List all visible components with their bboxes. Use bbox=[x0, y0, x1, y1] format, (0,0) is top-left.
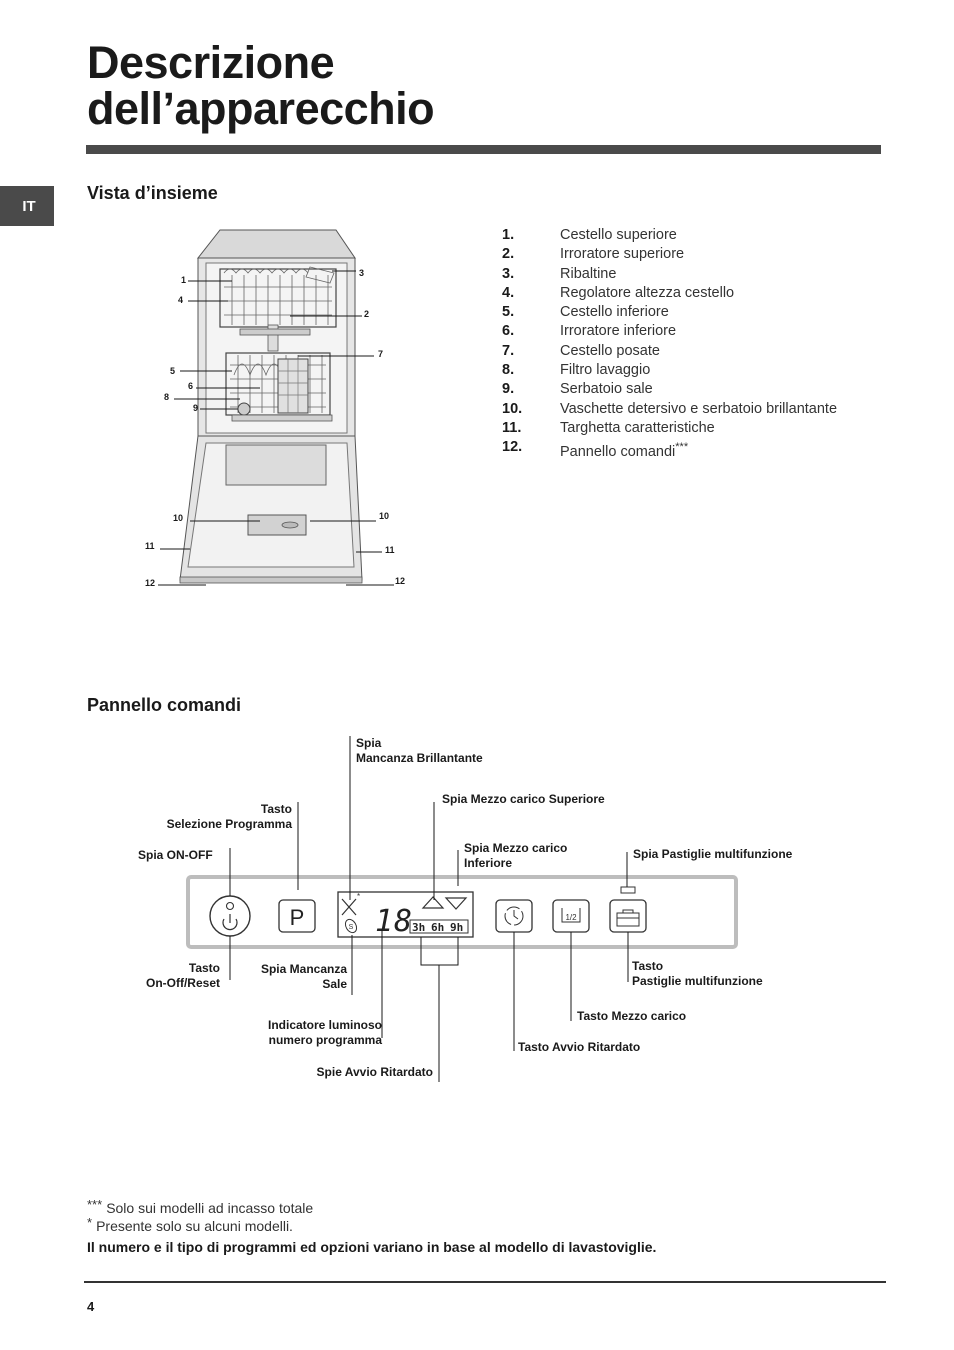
program-display: * S 18 3h 6h 9h bbox=[337, 891, 474, 939]
label-delay-indicators: Spie Avvio Ritardato bbox=[316, 1065, 433, 1079]
label-on-off-button: Tasto On-Off/Reset bbox=[145, 961, 220, 990]
delay-start-button[interactable] bbox=[495, 899, 533, 933]
label-program-select-button: Tasto Selezione Programma bbox=[166, 802, 292, 831]
callout-12-right: 12 bbox=[395, 576, 405, 586]
callout-3: 3 bbox=[359, 268, 364, 278]
callout-10-left: 10 bbox=[173, 513, 183, 523]
label-rinse-aid-indicator: Spia Mancanza Brillantante bbox=[356, 736, 483, 765]
footnote-triple-star: ***Solo sui modelli ad incasso totale bbox=[87, 1197, 314, 1216]
delay-9h-indicator: 9h bbox=[450, 921, 463, 934]
lower-half-load-indicator bbox=[444, 897, 468, 910]
salt-icon: S bbox=[344, 918, 358, 934]
control-panel-diagram: P * S 18 3h 6h 9h 1/2 bbox=[186, 736, 738, 1082]
callout-11-left: 11 bbox=[145, 541, 155, 551]
footer-divider bbox=[84, 1281, 886, 1283]
half-load-icon bbox=[561, 908, 581, 923]
upper-half-load-indicator bbox=[421, 896, 445, 909]
delay-6h-indicator: 6h bbox=[431, 921, 444, 934]
tablet-indicator-light bbox=[620, 886, 636, 894]
callout-4: 4 bbox=[178, 295, 183, 305]
on-off-light bbox=[225, 901, 235, 911]
label-delay-start-button: Tasto Avvio Ritardato bbox=[518, 1040, 641, 1054]
delay-3h-indicator: 3h bbox=[412, 921, 425, 934]
callout-2: 2 bbox=[364, 309, 369, 319]
clock-icon bbox=[504, 906, 524, 926]
tablet-icon bbox=[616, 912, 640, 927]
callout-6: 6 bbox=[188, 381, 193, 391]
callout-9: 9 bbox=[193, 403, 198, 413]
page-title-line-2: dell’apparecchio bbox=[87, 83, 435, 134]
rinse-aid-icon bbox=[341, 898, 357, 916]
title-divider bbox=[86, 145, 881, 154]
callout-10-right: 10 bbox=[379, 511, 389, 521]
callout-1: 1 bbox=[181, 275, 186, 285]
language-tab: IT bbox=[0, 186, 54, 226]
dishwasher-illustration: 1 3 4 2 7 5 6 8 9 10 10 11 11 12 12 bbox=[145, 229, 405, 588]
label-on-off-indicator: Spia ON-OFF bbox=[138, 848, 213, 862]
svg-text:*: * bbox=[357, 892, 360, 901]
on-off-button[interactable] bbox=[209, 895, 251, 937]
svg-text:S: S bbox=[349, 924, 354, 931]
page-title: Descrizione dell’apparecchio bbox=[87, 37, 435, 134]
page-title-line-1: Descrizione bbox=[87, 37, 335, 88]
label-lower-half-load-indicator: Spia Mezzo carico Inferiore bbox=[464, 841, 568, 870]
half-load-button[interactable]: 1/2 bbox=[552, 899, 590, 933]
program-select-button[interactable]: P bbox=[278, 899, 316, 933]
callout-12-left: 12 bbox=[145, 578, 155, 588]
callout-5: 5 bbox=[170, 366, 175, 376]
svg-text:P: P bbox=[290, 905, 305, 930]
callout-11-right: 11 bbox=[385, 545, 395, 555]
multifunction-tablet-button[interactable] bbox=[609, 899, 647, 933]
control-panel-heading: Pannello comandi bbox=[87, 695, 242, 715]
footnotes: ***Solo sui modelli ad incasso totale *P… bbox=[87, 1197, 314, 1236]
program-number-readout: 18 bbox=[375, 904, 413, 939]
model-variation-note: Il numero e il tipo di programmi ed opzi… bbox=[87, 1239, 657, 1255]
footnote-single-star: *Presente solo su alcuni modelli. bbox=[87, 1215, 293, 1234]
label-tablet-indicator: Spia Pastiglie multifunzione bbox=[633, 847, 793, 861]
label-upper-half-load-indicator: Spia Mezzo carico Superiore bbox=[442, 792, 605, 806]
page-number: 4 bbox=[87, 1299, 95, 1314]
power-icon bbox=[222, 918, 238, 931]
label-program-number-display: Indicatore luminoso numero programma bbox=[267, 1018, 382, 1047]
label-salt-indicator: Spia Mancanza Sale bbox=[260, 962, 347, 991]
label-tablet-button: Tasto Pastiglie multifunzione bbox=[632, 959, 763, 988]
callout-7: 7 bbox=[378, 349, 383, 359]
svg-text:1/2: 1/2 bbox=[565, 913, 577, 922]
callout-8: 8 bbox=[164, 392, 169, 402]
label-half-load-button: Tasto Mezzo carico bbox=[577, 1009, 687, 1023]
overview-heading: Vista d’insieme bbox=[87, 183, 218, 203]
